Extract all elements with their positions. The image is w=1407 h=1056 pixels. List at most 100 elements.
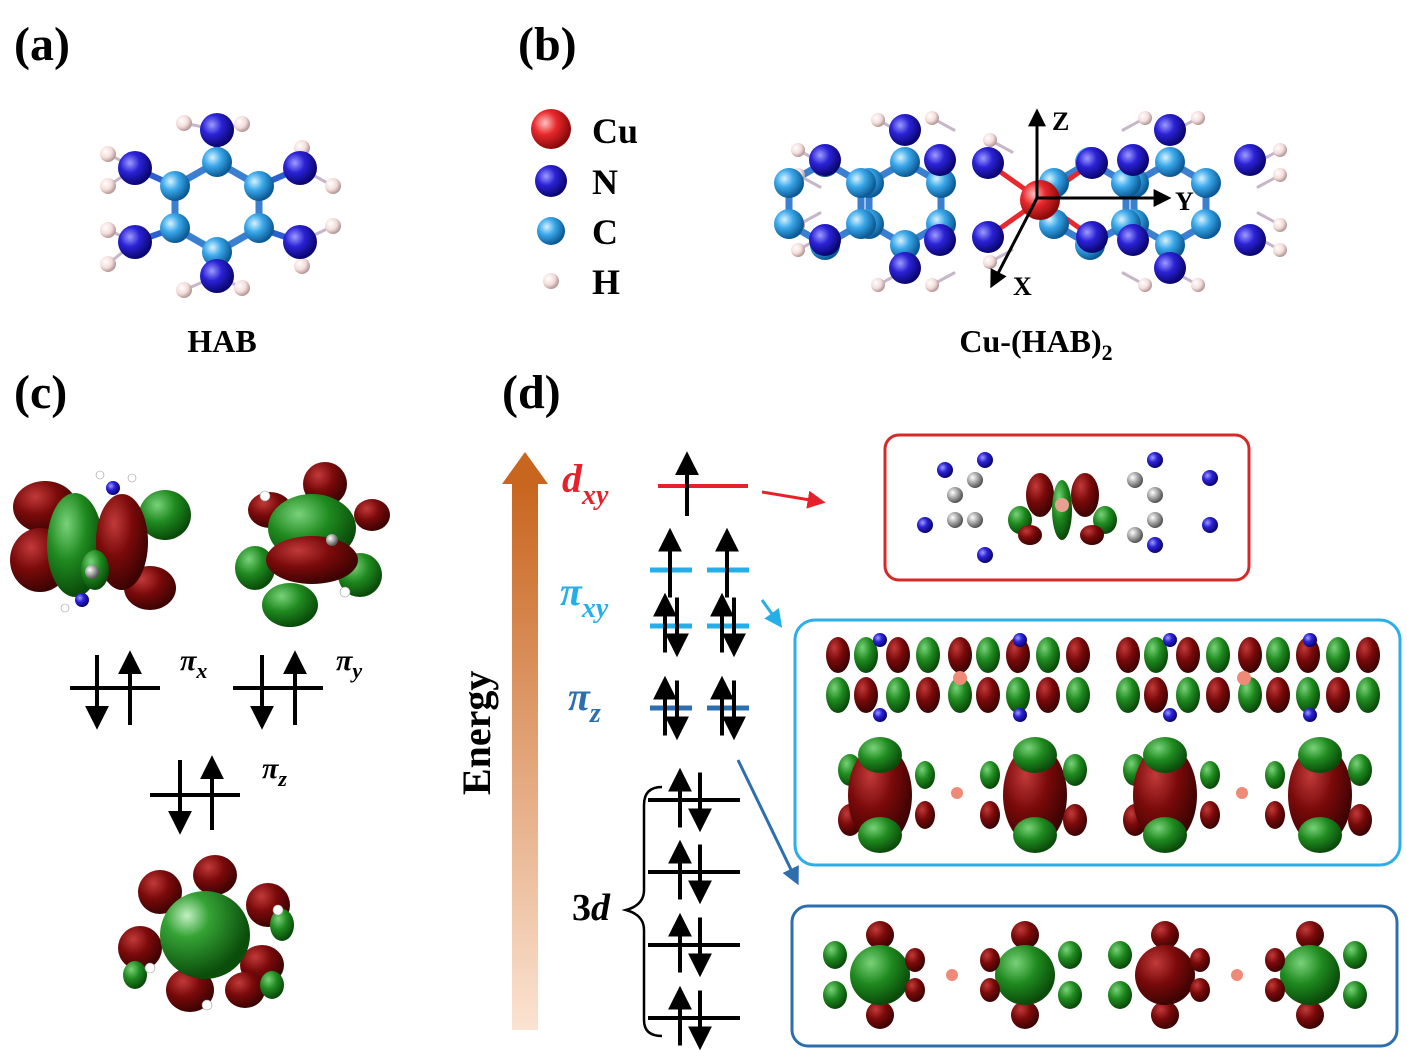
- atom-dot: [917, 517, 933, 533]
- dxy-orbital-box: [883, 433, 1251, 582]
- orbital-lobe-positive: [1058, 941, 1082, 969]
- orbital-lobe-negative: [826, 637, 850, 673]
- dxy-pointer-arrow: [761, 490, 826, 509]
- nitrogen-atom: [972, 147, 1004, 179]
- orbital-lobe-positive: [1343, 941, 1367, 969]
- orbital-lobe-positive: [1265, 761, 1285, 789]
- hydrogen-atom: [1273, 218, 1287, 232]
- orbital-piy-cloud: [235, 462, 390, 627]
- orbital-lobe-positive: [1266, 637, 1290, 673]
- nitrogen-atom: [1234, 224, 1266, 256]
- carbon-atom: [926, 168, 956, 198]
- label-pi-y: πy: [336, 644, 362, 683]
- carbon-atom: [1191, 209, 1221, 239]
- hydrogen-atom: [1138, 278, 1152, 292]
- atom-dot: [977, 547, 993, 563]
- orbital-lobe-negative: [1348, 804, 1372, 836]
- atom-dot: [1013, 708, 1027, 722]
- hydrogen-atom: [1273, 143, 1287, 157]
- orbital-lobe-negative: [848, 745, 912, 845]
- hydrogen-atom: [983, 255, 997, 269]
- carbon-atom: [774, 209, 804, 239]
- carbon-atom: [890, 147, 920, 177]
- orbital-lobe-negative: [916, 677, 940, 713]
- hab-caption: HAB: [187, 323, 256, 359]
- orbital-lobe-negative: [1151, 921, 1179, 949]
- orbital-lobe-negative: [1326, 677, 1350, 713]
- hydrogen-atom: [100, 178, 116, 194]
- panel-label-c: (c): [14, 366, 67, 419]
- atom-dot: [967, 512, 983, 528]
- label-d-xy: dxy: [562, 456, 609, 511]
- axis-x-label: X: [1013, 272, 1032, 301]
- carbon-atom: [202, 147, 232, 177]
- carbon-atom: [846, 168, 876, 198]
- orbital-lobe-positive: [858, 737, 902, 773]
- orbital-lobe-positive: [1058, 981, 1082, 1009]
- orbital-lobe-negative: [866, 921, 894, 949]
- carbon-atom: [846, 209, 876, 239]
- orbital-lobe-negative: [980, 978, 1000, 1002]
- nitrogen-atom: [283, 151, 317, 185]
- orbital-lobe-negative: [905, 948, 925, 972]
- hydrogen-atom: [234, 116, 250, 132]
- carbon-atom: [160, 171, 190, 201]
- energy-axis: Energy: [454, 452, 548, 1030]
- cu-hab2-molecule: [774, 111, 1287, 292]
- cu-hab2-caption-subscript: 2: [1102, 340, 1113, 365]
- orbital-lobe-negative: [1265, 948, 1285, 972]
- orbital-lobe-positive: [1143, 817, 1187, 853]
- legend-cu-swatch: [531, 109, 571, 149]
- orbital-lobe-negative: [980, 948, 1000, 972]
- hydrogen-atom: [100, 222, 116, 238]
- atom-dot: [1147, 452, 1163, 468]
- orbital-lobe-positive: [1036, 637, 1060, 673]
- energy-arrow-shaft: [512, 482, 538, 1030]
- orbital-lobe-negative: [854, 677, 878, 713]
- orbital-lobe-negative: [1080, 525, 1104, 545]
- atom-dot: [1147, 487, 1163, 503]
- atom-dot: [947, 512, 963, 528]
- orbital-lobe-negative: [976, 677, 1000, 713]
- orbital-lobe-negative: [1036, 677, 1060, 713]
- orbital-lobe-negative: [1356, 637, 1380, 673]
- orbital-lobe-negative: [1133, 745, 1197, 845]
- orbital-lobe-positive: [1280, 945, 1340, 1005]
- orbital-lobe-positive: [980, 761, 1000, 789]
- orbital-lobe-positive: [1176, 677, 1200, 713]
- nitrogen-atom: [118, 151, 152, 185]
- orbital-lobe-negative: [1265, 978, 1285, 1002]
- orbital-lobe-positive: [1326, 637, 1350, 673]
- atom-dot: [1202, 470, 1218, 486]
- orbital-lobe-negative: [1003, 745, 1067, 845]
- hydrogen-atom: [1138, 111, 1152, 125]
- orbital-lobe-positive: [1013, 737, 1057, 773]
- orbital-piz-cloud: [118, 855, 294, 1012]
- label-pi-z-d-sub: z: [589, 698, 601, 729]
- hydrogen-atom: [1191, 278, 1205, 292]
- axis-x-arrow: [990, 197, 1039, 289]
- atom-dot: [1231, 969, 1243, 981]
- carbon-atom: [890, 230, 920, 260]
- label-pi-y-sub: y: [349, 658, 362, 683]
- carbon-atom: [160, 213, 190, 243]
- panel-label-b: (b): [518, 18, 577, 71]
- carbon-atom: [1155, 147, 1185, 177]
- hydrogen-atom: [100, 146, 116, 162]
- orbital-lobe-positive: [1356, 677, 1380, 713]
- nitrogen-atom: [118, 225, 152, 259]
- orbital-lobe-negative: [1190, 978, 1210, 1002]
- orbital-lobe-negative: [1116, 637, 1140, 673]
- atom-dot: [1055, 498, 1069, 512]
- orbital-lobe-positive: [948, 677, 972, 713]
- hydrogen-atom: [791, 143, 805, 157]
- orbital-lobe-negative: [905, 978, 925, 1002]
- orbital-lobe-negative: [1063, 804, 1087, 836]
- legend-n-swatch: [535, 165, 567, 197]
- orbital-lobe-negative: [866, 1001, 894, 1029]
- atom-dot: [977, 452, 993, 468]
- piz-pointer-arrow: [736, 759, 799, 886]
- hydrogen-atom: [983, 133, 997, 147]
- nitrogen-atom: [1076, 147, 1108, 179]
- orbital-lobe-positive: [823, 981, 847, 1009]
